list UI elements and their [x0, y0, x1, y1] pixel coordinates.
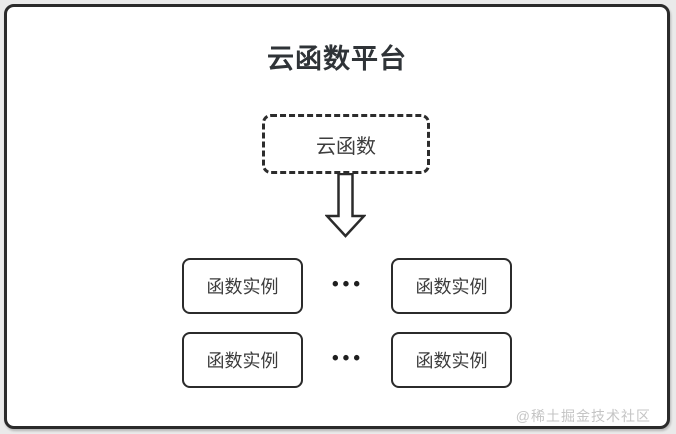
instance-node-label: 函数实例 — [415, 351, 488, 371]
instance-node-label: 函数实例 — [415, 277, 488, 297]
instance-node-label: 函数实例 — [206, 351, 279, 371]
ellipsis-row-1: ••• — [332, 274, 364, 295]
instance-node-label: 函数实例 — [206, 277, 279, 297]
diagram-canvas: 云函数平台 云函数 函数实例 ••• 函数实例 函数实例 ••• 函数实例 @稀… — [4, 4, 670, 429]
instance-node: 函数实例 — [182, 258, 303, 314]
down-arrow-icon — [325, 173, 366, 238]
ellipsis-row-2: ••• — [332, 348, 364, 369]
instance-node: 函数实例 — [391, 258, 512, 314]
instance-node: 函数实例 — [182, 332, 303, 388]
page-title: 云函数平台 — [267, 44, 407, 74]
cloud-function-node: 云函数 — [262, 114, 430, 174]
instance-node: 函数实例 — [391, 332, 512, 388]
cloud-function-node-label: 云函数 — [316, 135, 376, 158]
watermark: @稀土掘金技术社区 — [515, 408, 651, 424]
